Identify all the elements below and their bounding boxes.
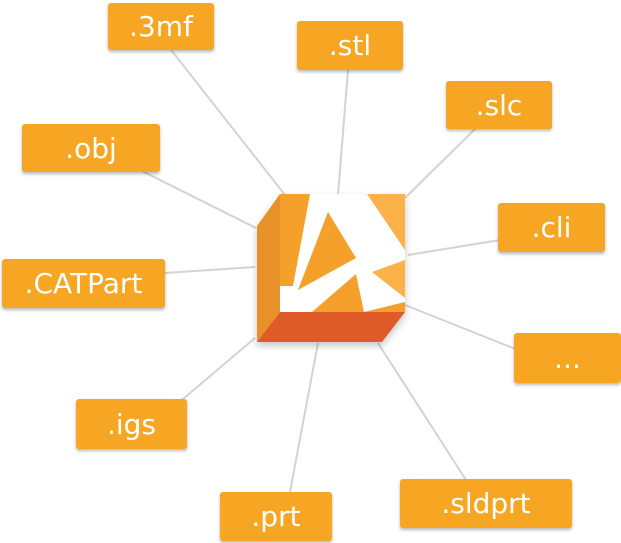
logo-cube-icon (257, 194, 405, 342)
connector-slc (404, 127, 477, 199)
connector-stl (337, 69, 349, 196)
format-tag-prt: .prt (220, 492, 332, 541)
connector-obj (139, 169, 257, 229)
format-tag-3mf: .3mf (108, 3, 214, 50)
format-tag-more: ... (514, 333, 621, 383)
logo-accent-corner (367, 194, 405, 250)
format-tag-obj: .obj (22, 124, 160, 172)
format-tag-cli: .cli (498, 203, 605, 252)
logo-bottom-face (257, 312, 405, 342)
format-tag-igs: .igs (76, 399, 187, 449)
connector-cli (407, 239, 501, 256)
format-tag-slc: .slc (446, 81, 552, 129)
connector-sldprt (377, 342, 467, 481)
logo-accent-lower (372, 260, 405, 298)
connector-catpart (164, 266, 256, 274)
logo-side-face (257, 194, 280, 342)
format-tag-catpart: .CATPart (2, 259, 165, 308)
connector-igs (175, 337, 256, 406)
connector-prt (289, 342, 319, 493)
format-tag-sldprt: .sldprt (400, 479, 572, 528)
logo-accent-triangle (298, 212, 356, 290)
connector-more (404, 304, 519, 351)
format-tag-stl: .stl (297, 21, 403, 70)
connector-3mf (167, 45, 286, 196)
